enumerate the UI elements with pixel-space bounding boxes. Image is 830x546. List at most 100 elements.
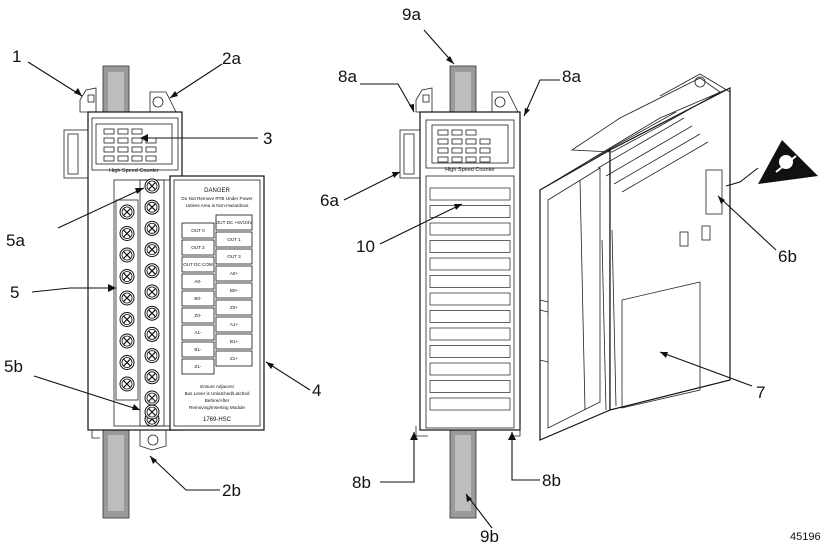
screw-right-7 (144, 305, 160, 321)
callout-5a: 5a (6, 231, 25, 250)
panel-name-middle: High Speed Counter (445, 167, 495, 173)
esd-warning-icon (758, 140, 818, 184)
terminal-box-left-2 (181, 239, 215, 256)
connector-slot (429, 362, 511, 376)
terminal-left-label: OUT DC COM (183, 262, 213, 267)
callout-9b: 9b (480, 527, 499, 546)
callout-1: 1 (12, 47, 21, 66)
danger-line-1: Do Not Remove RTB Under Power (181, 196, 253, 201)
terminal-box-right-2 (215, 231, 253, 248)
terminal-right-label: OUT 3 (227, 254, 241, 259)
terminal-right-label: A0+ (230, 271, 239, 276)
terminal-left-label: Z1- (195, 364, 202, 369)
callout-8a-right: 8a (562, 67, 581, 86)
figure-number: 45196 (790, 531, 821, 543)
screw-left-8 (119, 355, 135, 370)
terminal-box-left-4 (181, 273, 215, 290)
terminal-box-right-6 (215, 299, 253, 316)
screw-right-11 (144, 390, 160, 406)
connector-slot (429, 240, 511, 253)
terminal-box-left-6 (181, 307, 215, 324)
terminal-right-label: OUT 1 (227, 237, 241, 242)
connector-slot (429, 380, 511, 393)
connector-slot (429, 257, 511, 271)
screw-left-4 (119, 269, 135, 284)
connector-slot (429, 310, 511, 323)
screw-left-9 (119, 376, 135, 392)
connector-slot (429, 292, 511, 306)
terminal-left-label: A1- (194, 330, 202, 335)
status-panel: High Speed Counter (95, 123, 173, 174)
callout-5b: 5b (4, 357, 23, 376)
danger-line-2: Unless Area is Non-Hazardous (186, 203, 250, 208)
screw-left-7 (119, 333, 135, 349)
screw-left-6 (119, 312, 135, 327)
ensure-line-1: Ensure Adjacent (200, 384, 234, 389)
terminal-left-label: B1- (194, 347, 202, 352)
callout-3: 3 (263, 129, 272, 148)
ensure-line-4: Removing/Inserting Module (189, 405, 245, 410)
left-screw-column (119, 204, 135, 392)
callout-9a: 9a (402, 5, 421, 24)
terminal-box-right-9 (215, 350, 253, 367)
ensure-line-3: Before/After (205, 398, 230, 403)
terminal-box-left-3 (181, 256, 215, 273)
connector-slot (429, 275, 511, 288)
callout-8a-left: 8a (338, 67, 357, 86)
connector-slot (429, 187, 511, 201)
terminal-box-right-3 (215, 248, 253, 265)
right-module-3d (539, 73, 818, 441)
terminal-left-label: A0- (194, 279, 202, 284)
screw-right-9 (144, 348, 160, 364)
terminal-right-label: Z0+ (230, 305, 238, 310)
connector-slot (429, 205, 511, 218)
screw-right-6 (144, 284, 160, 300)
screw-right-8 (144, 326, 160, 342)
screw-right-5 (144, 263, 160, 279)
terminal-box-right-1 (215, 214, 253, 231)
callout-leaders (27, 29, 777, 529)
connector-slot (429, 397, 511, 411)
connector-slot (429, 222, 511, 236)
panel-name: High Speed Counter (109, 168, 159, 174)
terminal-box-right-8 (215, 333, 253, 350)
terminal-box-left-1 (181, 222, 215, 239)
terminal-left-label: OUT 0 (191, 228, 205, 233)
terminal-box-left-8 (181, 341, 215, 358)
terminal-box-left-9 (181, 358, 215, 375)
rtb-label-card: DANGER Do Not Remove RTB Under Power Unl… (181, 188, 253, 423)
screw-left-3 (119, 247, 135, 263)
callout-2b: 2b (222, 481, 241, 500)
terminal-right-label: B0+ (230, 288, 239, 293)
screw-right-2 (144, 199, 160, 215)
callout-10: 10 (356, 237, 375, 256)
ensure-line-2: Bus Lever is Unlatched/Latched (185, 391, 250, 396)
connector-slot (429, 327, 511, 341)
terminal-box-left-5 (181, 290, 215, 307)
terminal-left-label: Z0- (195, 313, 202, 318)
callout-6a: 6a (320, 191, 339, 210)
connector-slot (429, 345, 511, 358)
callout-5: 5 (10, 283, 19, 302)
terminal-right-label: Z1+ (230, 356, 238, 361)
screw-left-2 (119, 226, 135, 241)
terminal-right-label: A1+ (230, 322, 239, 327)
terminal-right-label: B1+ (230, 339, 239, 344)
callout-8b-left: 8b (352, 473, 371, 492)
screw-left-1 (119, 204, 135, 220)
terminal-right-label: OUT DC +5V/24V (216, 220, 253, 225)
screw-bottom (144, 404, 160, 420)
screw-right-3 (144, 220, 160, 236)
middle-module: High Speed Counter (399, 65, 521, 519)
callout-4: 4 (312, 381, 321, 400)
terminal-left-label: B0- (194, 296, 202, 301)
callout-8b-right: 8b (542, 471, 561, 490)
callout-6b: 6b (778, 247, 797, 266)
terminal-box-right-7 (215, 316, 253, 333)
callout-labels: 1 2a 3 5a 5 5b 4 2b 9a 8a 8a 6a 10 8b 8b… (4, 5, 821, 546)
terminal-box-left-7 (181, 324, 215, 341)
terminal-box-right-4 (215, 265, 253, 282)
screw-left-5 (119, 290, 135, 306)
screw-right-10 (144, 369, 160, 385)
